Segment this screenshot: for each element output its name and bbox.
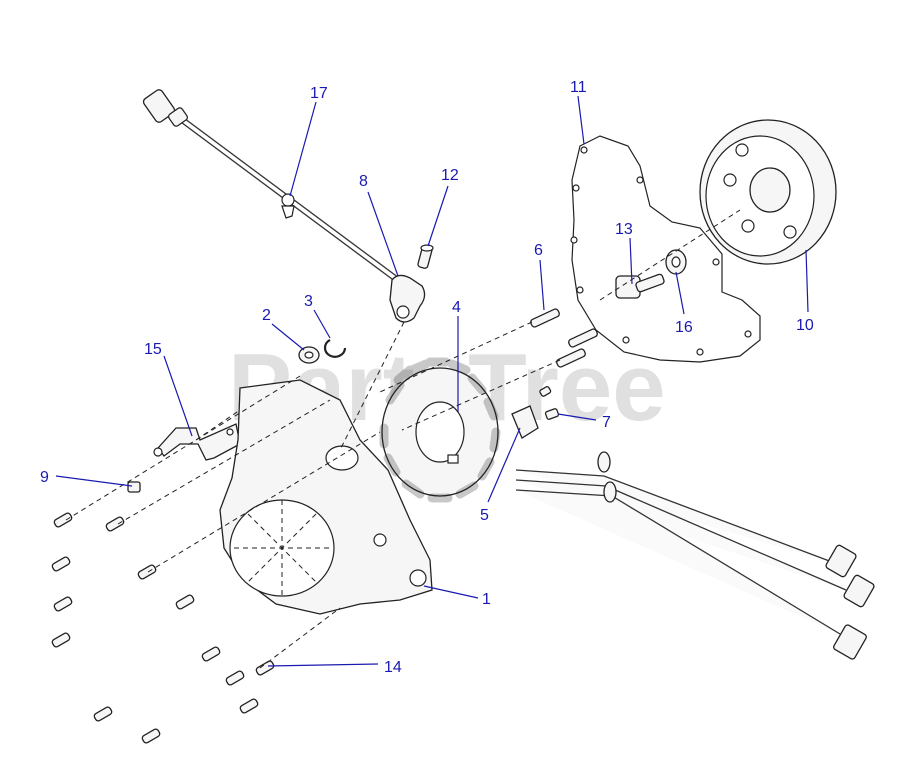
callout-14: 14	[384, 659, 402, 676]
assembly-lines	[65, 209, 741, 669]
flywheel	[699, 119, 837, 265]
callout-9: 9	[40, 469, 49, 486]
callout-16: 16	[675, 319, 693, 336]
callout-15: 15	[144, 341, 162, 358]
stator-wire-harness	[515, 451, 875, 660]
cover-bolts	[51, 512, 275, 744]
stator-cover	[219, 379, 433, 615]
callout-17: 17	[310, 85, 328, 102]
callout-12: 12	[441, 167, 459, 184]
callout-4: 4	[452, 299, 461, 316]
stator	[379, 357, 501, 503]
cover-gasket	[570, 135, 761, 363]
bearing	[298, 346, 320, 364]
callout-13: 13	[615, 221, 633, 238]
wire-clip	[127, 481, 141, 493]
flywheel-bolt	[615, 273, 665, 299]
callout-8: 8	[359, 173, 368, 190]
sensor-bolt	[417, 244, 434, 269]
callout-3: 3	[304, 293, 313, 310]
callout-2: 2	[262, 307, 271, 324]
leader-lines	[55, 95, 809, 667]
callout-labels: 17 8 12 11 6 4 2 3 15 9 13 16 10 7 5 1 1…	[40, 79, 814, 676]
flywheel-washer	[665, 249, 687, 275]
callout-1: 1	[482, 591, 491, 608]
callout-7: 7	[602, 414, 611, 431]
stator-bolts	[530, 308, 598, 368]
callout-6: 6	[534, 242, 543, 259]
callout-11: 11	[570, 79, 587, 96]
snap-ring	[323, 339, 347, 358]
callout-10: 10	[796, 317, 814, 334]
speed-sensor-harness	[142, 89, 426, 323]
mounting-bracket	[153, 423, 241, 461]
callout-5: 5	[480, 507, 489, 524]
stator-screws	[539, 385, 560, 420]
